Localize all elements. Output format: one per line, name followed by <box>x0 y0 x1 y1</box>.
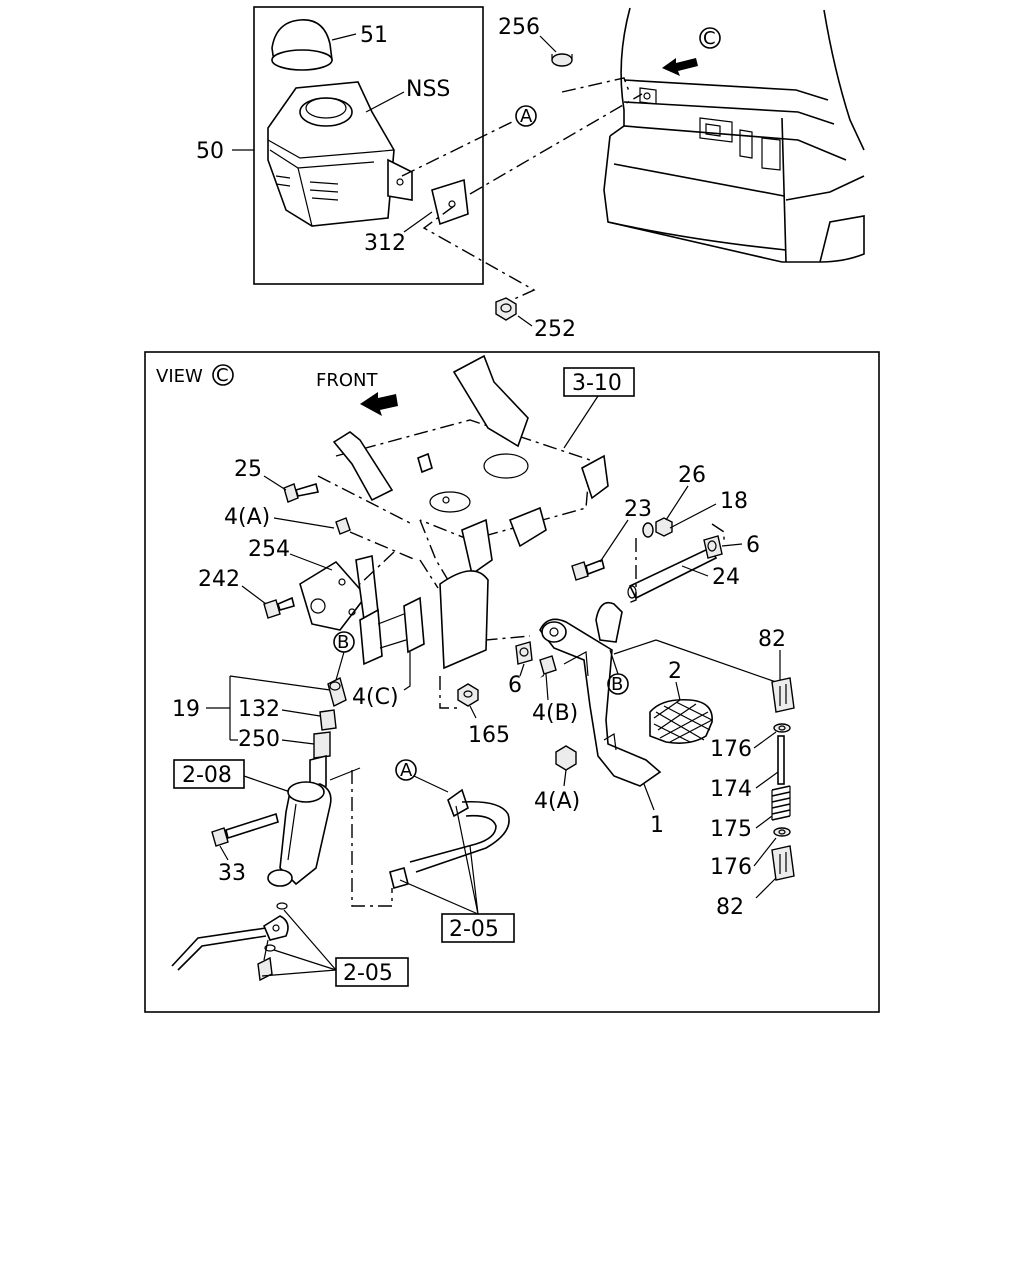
front-arrow <box>360 392 398 416</box>
washer-18 <box>642 522 654 538</box>
pedal-bracket-assembly <box>332 354 609 670</box>
svg-text:B: B <box>611 674 623 695</box>
svg-text:C: C <box>216 365 229 386</box>
svg-text:2-05: 2-05 <box>449 917 499 942</box>
label-51: 51 <box>360 23 388 48</box>
reservoir-inset-box <box>253 6 484 285</box>
nut-132 <box>319 709 337 731</box>
label-26: 26 <box>678 463 706 488</box>
label-18: 18 <box>720 489 748 514</box>
cab-front-outline <box>603 7 865 263</box>
svg-text:2-08: 2-08 <box>182 763 232 788</box>
reservoir-tank <box>267 81 413 227</box>
hose-fitting-132 <box>327 676 347 708</box>
svg-text:3-10: 3-10 <box>572 371 622 396</box>
bolt-25 <box>283 482 319 503</box>
label-4a-top: 4(A) <box>224 505 270 530</box>
label-175: 175 <box>710 817 752 842</box>
svg-text:C: C <box>703 28 716 49</box>
label-254: 254 <box>248 537 290 562</box>
view-c-arrow: C <box>662 27 721 76</box>
marker-a-top: A <box>515 105 537 127</box>
bushing-6-mid <box>515 641 533 665</box>
label-50: 50 <box>196 139 224 164</box>
label-19: 19 <box>172 697 200 722</box>
label-25: 25 <box>234 457 262 482</box>
label-174: 174 <box>710 777 752 802</box>
bolt-4b <box>539 655 557 701</box>
label-82-top: 82 <box>758 627 786 652</box>
rod-174 <box>777 735 785 785</box>
marker-b-left: B <box>333 631 355 653</box>
stopper-82-bottom <box>771 845 795 881</box>
label-250: 250 <box>238 727 280 752</box>
bolt-23 <box>571 558 605 581</box>
washer-176-top <box>773 723 791 733</box>
reservoir-hose <box>389 788 510 889</box>
bracket-312 <box>431 178 469 226</box>
pedal-shaft <box>627 546 718 600</box>
label-6-mid: 6 <box>508 673 522 698</box>
label-176-top: 176 <box>710 737 752 762</box>
cap-256 <box>551 53 573 67</box>
label-176-bottom: 176 <box>710 855 752 880</box>
ref-box-2-08: 2-08 <box>173 759 245 789</box>
bracket-4c <box>359 596 425 666</box>
label-33: 33 <box>218 861 246 886</box>
label-256: 256 <box>498 15 540 40</box>
label-4a-bottom: 4(A) <box>534 789 580 814</box>
label-6-right: 6 <box>746 533 760 558</box>
svg-text:VIEW: VIEW <box>156 366 203 387</box>
label-nss: NSS <box>406 77 450 102</box>
ref-box-3-10: 3-10 <box>563 367 635 397</box>
label-242: 242 <box>198 567 240 592</box>
fitting-250 <box>313 731 331 759</box>
bushing-6-right <box>703 535 723 559</box>
label-165: 165 <box>468 723 510 748</box>
svg-text:2-05: 2-05 <box>343 961 393 986</box>
nut-26 <box>655 517 673 537</box>
clutch-pedal-arm <box>539 601 662 787</box>
label-4c: 4(C) <box>352 685 399 710</box>
bolt-242 <box>263 596 295 619</box>
bolt-4a-top <box>335 517 351 535</box>
label-24: 24 <box>712 565 740 590</box>
front-label: FRONT <box>316 370 378 391</box>
push-rod <box>171 902 289 971</box>
nut-252 <box>495 297 517 321</box>
spring-175 <box>771 785 791 821</box>
svg-text:B: B <box>337 632 349 653</box>
label-4b: 4(B) <box>532 701 578 726</box>
label-2: 2 <box>668 659 682 684</box>
pin-clip <box>257 939 273 982</box>
marker-a-hose: A <box>395 759 417 781</box>
washer-176-bottom <box>773 827 791 837</box>
view-c-box <box>144 351 880 1013</box>
marker-b-right: B <box>607 673 629 695</box>
label-1: 1 <box>650 813 664 838</box>
reservoir-cap <box>271 19 333 71</box>
stopper-82-top <box>771 677 795 713</box>
label-252: 252 <box>534 317 576 342</box>
master-cylinder <box>267 754 361 887</box>
label-82-bottom: 82 <box>716 895 744 920</box>
svg-text:A: A <box>400 760 413 781</box>
svg-text:A: A <box>520 106 533 127</box>
bolt-4a-bottom <box>555 745 577 771</box>
ref-box-2-05-mid: 2-05 <box>441 913 515 943</box>
pedal-pad <box>649 698 713 744</box>
bolt-33 <box>211 812 279 847</box>
label-132: 132 <box>238 697 280 722</box>
label-312: 312 <box>364 231 406 256</box>
nut-165 <box>457 683 479 707</box>
ref-box-2-05-bottom: 2-05 <box>335 957 409 987</box>
label-23: 23 <box>624 497 652 522</box>
view-c-title: VIEW C <box>156 364 234 387</box>
